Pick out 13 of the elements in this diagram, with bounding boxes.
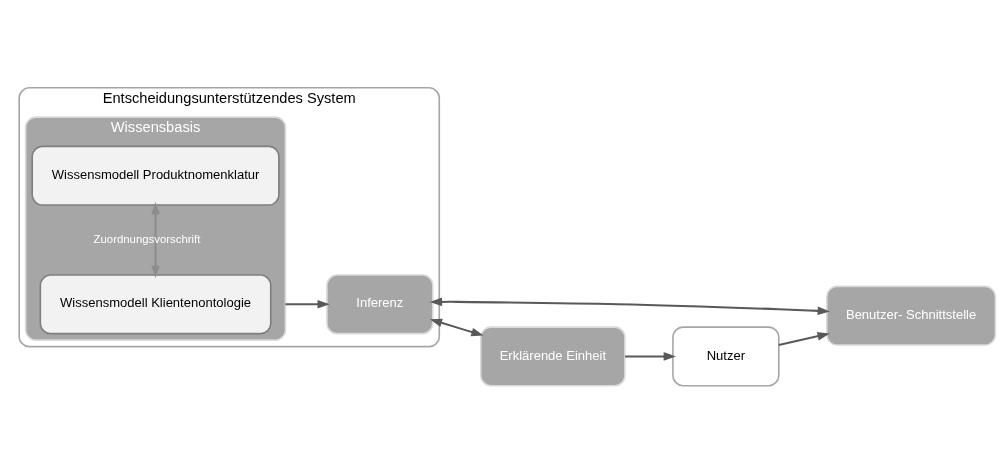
node-box: Inferenz (326, 273, 434, 334)
node-box: Wissensmodell Klientenontologie (39, 273, 272, 334)
node-box: Wissensmodell Produktnomenklatur (31, 145, 280, 206)
arrow (429, 297, 830, 315)
arrow (625, 351, 676, 361)
node-box: Nutzer (672, 325, 780, 387)
edge-label: Zuordnungsvorschrift (93, 232, 201, 245)
node-box: Erklärende Einheit (480, 325, 626, 387)
arrow (429, 318, 484, 336)
arrow (285, 299, 330, 309)
node-box: Benutzer- Schnittstelle (826, 285, 997, 346)
arrow (151, 201, 160, 278)
arrow (778, 331, 830, 346)
